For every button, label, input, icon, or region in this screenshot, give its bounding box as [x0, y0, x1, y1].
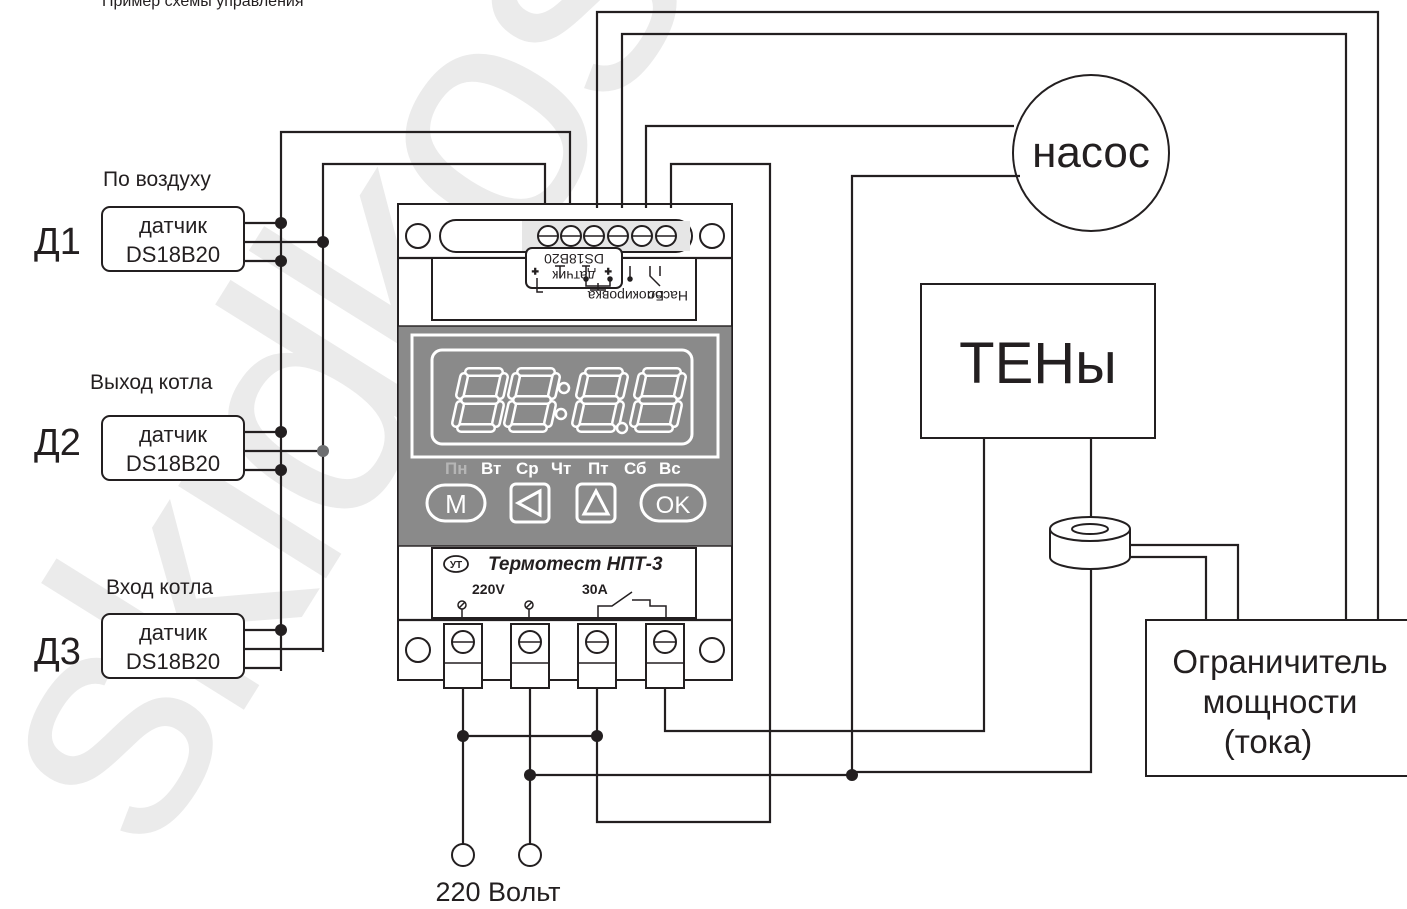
sensor-caption: Вход котла — [106, 576, 213, 599]
svg-text:+: + — [605, 266, 611, 278]
seven-segment-display — [451, 367, 687, 435]
panel-pump-label: Насос — [648, 288, 688, 304]
top-caption: Пример схемы управления — [102, 0, 304, 10]
display-segment-fill — [613, 402, 623, 426]
display-segment-fill — [675, 374, 685, 398]
power-symbols — [457, 591, 667, 618]
upside-down-labels: датчик DS18B20 Блокировка Насос — [525, 247, 688, 304]
display-segment-fill — [549, 374, 559, 398]
sensor-line1: датчик — [139, 213, 207, 238]
panel-block-label: Блокировка — [587, 288, 664, 304]
sensor-line2: DS18B20 — [126, 451, 220, 476]
limiter-line1: Ограничитель — [1172, 643, 1387, 680]
display-segment-fill — [505, 402, 515, 426]
day-sun: Вс — [659, 459, 681, 478]
display-segment-fill — [493, 402, 503, 426]
sensor-line1: датчик — [139, 620, 207, 645]
logo: УТ — [450, 560, 462, 571]
up-arrow-icon — [581, 487, 611, 516]
pump: насос — [1012, 74, 1170, 232]
sensor-box — [101, 415, 245, 481]
sensor-box — [101, 613, 245, 679]
heaters-box — [920, 283, 1156, 439]
sensor-id: Д2 — [34, 422, 81, 464]
heaters-label: ТЕНы — [959, 331, 1117, 396]
pump-circle — [1012, 74, 1170, 232]
display-dot — [554, 407, 568, 421]
display-segment-fill — [545, 402, 555, 426]
sensor-line2: DS18B20 — [126, 242, 220, 267]
day-mon: Пн — [445, 459, 468, 478]
day-labels: Пн Вт Ср Чт Пт Сб Вс — [445, 459, 681, 478]
display-segment-fill — [453, 402, 463, 426]
svg-text:+: + — [532, 266, 538, 278]
display-segment-fill — [573, 402, 583, 426]
left-button[interactable] — [509, 482, 551, 524]
sensor-caption: Выход котла — [90, 371, 213, 394]
display-segment-fill — [457, 374, 467, 398]
sensor-line2: DS18B20 — [126, 649, 220, 674]
sensor-id: Д3 — [34, 631, 81, 673]
load-wires — [451, 10, 1380, 867]
sensor-line1: датчик — [139, 422, 207, 447]
sensor-d1: По воздуху Д1 датчик DS18B20 — [34, 168, 245, 272]
panel-sensor-line2: DS18B20 — [544, 251, 604, 267]
limiter-line3: (тока) — [1224, 723, 1313, 760]
display-dot — [557, 381, 571, 395]
left-arrow-icon — [514, 488, 542, 518]
sensor-id: Д1 — [34, 221, 81, 263]
current-label: 30A — [582, 581, 608, 597]
power-limiter: Ограничитель мощности (тока) — [1145, 619, 1407, 777]
power-label: 220 Вольт — [435, 877, 560, 907]
sensor-box — [101, 206, 245, 272]
day-sat: Сб — [624, 459, 647, 478]
limiter-line2: мощности — [1203, 683, 1358, 720]
sensor-bus-wires — [244, 130, 572, 671]
day-thu: Чт — [551, 459, 571, 478]
display-segment-fill — [617, 374, 627, 398]
panel-sensor-line1: датчик — [551, 268, 595, 284]
sensor-d3: Вход котла Д3 датчик DS18B20 — [34, 576, 245, 679]
display-dot — [615, 421, 629, 435]
up-button[interactable] — [575, 482, 617, 524]
lower-label-panel — [431, 547, 697, 619]
device-buttons: M OK — [425, 482, 707, 524]
panel-symbols: + + — [531, 265, 661, 293]
day-wed: Ср — [516, 459, 539, 478]
ok-button[interactable] — [639, 483, 707, 523]
lcd-frame — [410, 333, 720, 459]
sensor-d2: Выход котла Д2 датчик DS18B20 — [34, 371, 245, 481]
pump-label: насос — [1032, 128, 1150, 177]
ok-button-label: OK — [656, 492, 691, 519]
display-segment-fill — [577, 374, 587, 398]
display-segment-fill — [509, 374, 519, 398]
menu-button-label: M — [445, 489, 467, 519]
day-fri: Пт — [588, 459, 609, 478]
sensor-caption: По воздуху — [103, 168, 211, 191]
top-terminals — [537, 225, 677, 247]
menu-button[interactable] — [425, 483, 487, 523]
display-segment-fill — [631, 402, 641, 426]
voltage-label: 220V — [472, 581, 505, 597]
model-name: Термотест НПТ-3 — [488, 554, 663, 575]
display-segment-fill — [497, 374, 507, 398]
display-segment-fill — [671, 402, 681, 426]
thermostat-device: датчик DS18B20 Блокировка Насос + + Пн В… — [397, 203, 733, 689]
heaters: ТЕНы — [920, 283, 1156, 439]
current-transformer — [1049, 516, 1131, 570]
display-segment-fill — [635, 374, 645, 398]
day-tue: Вт — [481, 459, 501, 478]
limiter-box — [1145, 619, 1407, 777]
